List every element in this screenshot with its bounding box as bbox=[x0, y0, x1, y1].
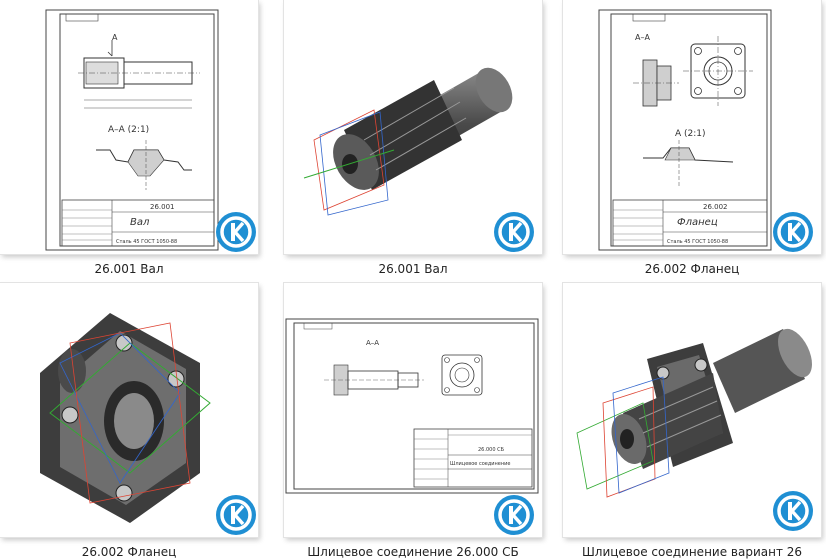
tile-caption: 26.001 Вал bbox=[94, 262, 164, 276]
part-name: Шлицевое соединение bbox=[450, 461, 510, 467]
tile-assembly-drawing[interactable]: A–A bbox=[284, 283, 542, 559]
flange-3d-render bbox=[40, 313, 211, 523]
section-marker: A bbox=[112, 33, 118, 42]
part-name: Фланец bbox=[677, 217, 718, 228]
tile-assembly-model[interactable]: Шлицевое соединение вариант 26 bbox=[563, 283, 821, 559]
tile-caption: 26.002 Фланец bbox=[644, 262, 740, 276]
tile-caption: Шлицевое соединение 26.000 СБ bbox=[307, 545, 519, 559]
tile-shaft-model[interactable]: 26.001 Вал bbox=[284, 0, 542, 276]
thumbnail-assembly-drawing[interactable]: A–A bbox=[284, 283, 542, 537]
shaft-3d-render bbox=[303, 67, 513, 216]
thumbnail-shaft-drawing[interactable]: A A–A (2:1) 26.001 Вал Сталь 45 ГОСТ 105… bbox=[0, 0, 258, 254]
kompas-logo-icon bbox=[216, 212, 256, 252]
thumbnail-assembly-model[interactable] bbox=[563, 283, 821, 537]
part-name: Вал bbox=[130, 217, 150, 228]
section-title: A–A bbox=[366, 339, 379, 347]
drawing-sheet: A–A bbox=[285, 318, 539, 494]
drawing-sheet: A A–A (2:1) 26.001 Вал Сталь 45 ГОСТ 105… bbox=[45, 9, 219, 251]
material: Сталь 45 ГОСТ 1050-88 bbox=[667, 239, 728, 245]
drawing-sheet: A–A A (2:1) bbox=[598, 9, 772, 251]
material: Сталь 45 ГОСТ 1050-88 bbox=[116, 239, 177, 245]
tile-caption: Шлицевое соединение вариант 26 bbox=[581, 545, 803, 559]
kompas-logo-icon bbox=[773, 212, 813, 252]
drawing-code: 26.002 bbox=[703, 203, 728, 211]
kompas-logo-icon bbox=[494, 495, 534, 535]
thumbnail-shaft-model[interactable] bbox=[284, 0, 542, 254]
kompas-logo-icon bbox=[773, 491, 813, 531]
tile-flange-model[interactable]: 26.002 Фланец bbox=[0, 283, 258, 559]
assembly-3d-render bbox=[576, 328, 812, 498]
kompas-logo-icon bbox=[216, 495, 256, 535]
tile-shaft-drawing[interactable]: A A–A (2:1) 26.001 Вал Сталь 45 ГОСТ 105… bbox=[0, 0, 258, 276]
section-title: A–A bbox=[635, 33, 650, 42]
tile-caption: 26.001 Вал bbox=[378, 262, 448, 276]
thumbnail-flange-model[interactable] bbox=[0, 283, 258, 537]
detail-title: A (2:1) bbox=[675, 129, 706, 139]
tile-flange-drawing[interactable]: A–A A (2:1) bbox=[563, 0, 821, 276]
thumbnail-flange-drawing[interactable]: A–A A (2:1) bbox=[563, 0, 821, 254]
tile-caption: 26.002 Фланец bbox=[81, 545, 177, 559]
section-title: A–A (2:1) bbox=[108, 125, 149, 135]
drawing-code: 26.001 bbox=[150, 203, 175, 211]
drawing-code: 26.000 СБ bbox=[478, 447, 505, 453]
kompas-logo-icon bbox=[494, 212, 534, 252]
